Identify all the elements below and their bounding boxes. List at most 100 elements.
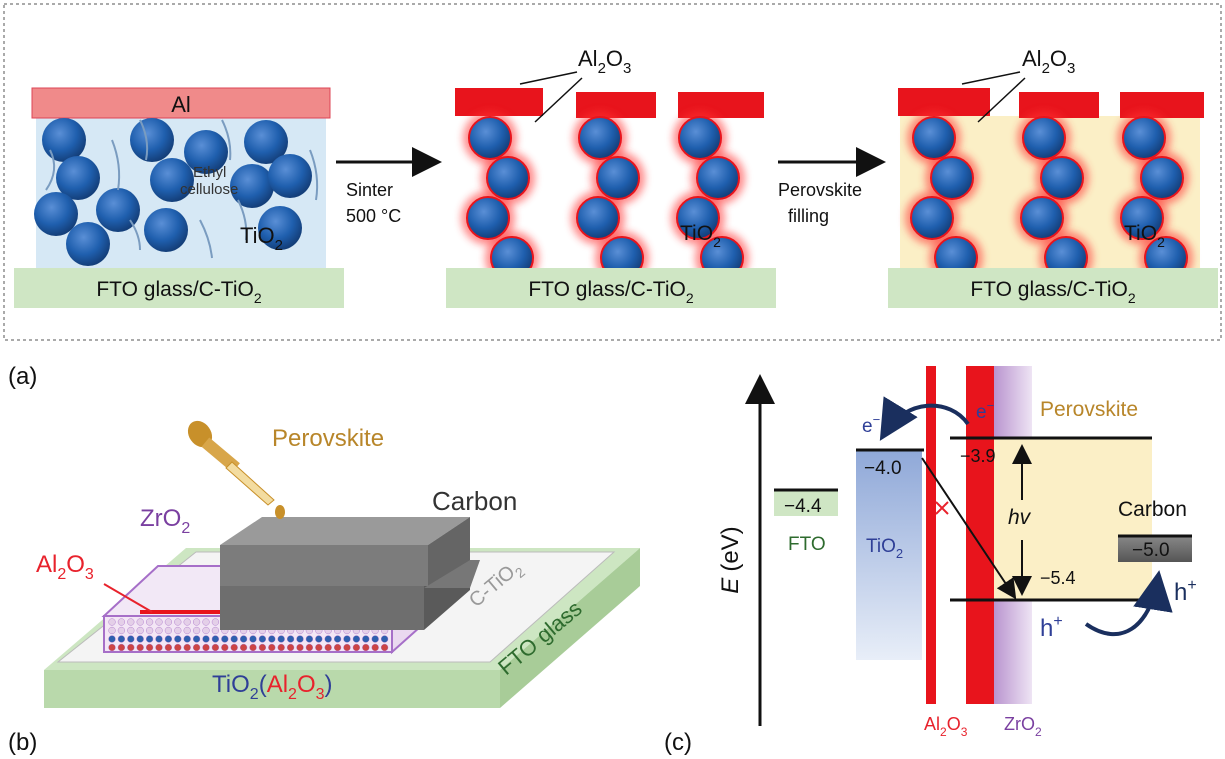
tio2-particle: [1120, 196, 1164, 240]
tio2-particle: [193, 643, 201, 652]
perovskite-label: Perovskite: [1040, 398, 1138, 421]
tio2-particle: [287, 635, 295, 643]
tio2-particle: [117, 626, 126, 635]
tio2-particle: [258, 206, 302, 250]
perovskite-cb-value: −3.9: [960, 446, 996, 466]
tio2-particle: [127, 643, 135, 652]
tio2-particle: [136, 643, 144, 652]
tio2-particle: [240, 643, 248, 652]
tio2-particle: [183, 618, 191, 626]
tio2-particle: [146, 643, 154, 652]
tio2-particle: [596, 156, 640, 200]
tio2-particle: [468, 116, 512, 160]
ethyl-cellulose-fibers: [45, 119, 319, 259]
energy-axis-label: E(eV): [717, 526, 744, 593]
pipette-icon: [187, 420, 285, 519]
tio2-particle: [174, 643, 182, 652]
tio2-particle: [678, 116, 722, 160]
tio2-particle: [34, 192, 78, 236]
tio2-particle: [127, 618, 135, 626]
tio2-particle: [117, 635, 126, 643]
filling-label-line2: filling: [788, 206, 829, 226]
tio2-particle: [155, 626, 163, 635]
step1-substrate-label: FTO glass/C-TiO2: [96, 278, 262, 306]
perovskite-vb-value: −5.4: [1040, 568, 1076, 588]
tio2-particle: [1122, 116, 1166, 160]
tio2-particle: [174, 635, 182, 643]
carbon-block-front: [220, 586, 424, 630]
panel-b: Perovskite Carbon ZrO2 Al2O3 C-TiO2 FTO …: [36, 420, 640, 708]
step3-substrate-label: FTO glass/C-TiO2: [970, 278, 1136, 306]
tio2-particle: [381, 643, 389, 652]
tio2-particle: [146, 635, 154, 643]
step2-substrate-label: FTO glass/C-TiO2: [528, 278, 694, 306]
tio2-particle: [193, 626, 201, 635]
tio2-particle: [117, 643, 126, 652]
fto-glass-front: [44, 670, 500, 708]
tio2-particle: [66, 222, 110, 266]
al2o3-bar: [898, 88, 990, 116]
panel-c-label: (c): [664, 729, 692, 756]
step3-tio2-label: TiO2: [1124, 222, 1165, 250]
tio2-particle: [466, 196, 510, 240]
tio2-particle: [352, 643, 361, 652]
tio2-particles: [34, 118, 312, 266]
tio2-particle: [696, 156, 740, 200]
carbon-label: Carbon: [1118, 498, 1187, 521]
cellulose-fiber: [199, 219, 213, 259]
tio2-particle: [287, 643, 295, 652]
tio2-particle: [127, 626, 135, 635]
al-layer: [31, 87, 331, 119]
tio2-particle: [56, 156, 100, 200]
tio2-particle: [202, 618, 210, 626]
zro2-bottom-label: ZrO2: [1004, 714, 1042, 739]
tio2-particle: [211, 618, 220, 626]
zro2-label: ZrO2: [140, 505, 190, 537]
leader-line: [519, 71, 578, 85]
hole-label-carbon: h+: [1174, 577, 1197, 606]
sinter-label-line1: Sinter: [346, 180, 393, 200]
step1-schematic: Al Ethyl cellulose TiO2 FTO glass/C-TiO2: [14, 87, 344, 308]
tio2-particle: [155, 635, 163, 643]
tio2-particle: [578, 116, 622, 160]
fto-value: −4.4: [784, 496, 822, 517]
tio2-particle: [324, 643, 332, 652]
tio2-particle: [230, 643, 238, 652]
tio2-particle: [150, 158, 194, 202]
tio2-particle: [174, 626, 182, 635]
tio2-particle: [146, 618, 154, 626]
tio2-particle: [249, 635, 257, 643]
al2o3-label: Al2O3: [36, 551, 94, 583]
tio2-particle: [108, 626, 116, 635]
tio2-particle: [211, 635, 220, 643]
tio2-particle: [42, 118, 86, 162]
cellulose-fiber: [221, 119, 232, 161]
tio2-particle: [211, 643, 220, 652]
tio2-particle: [193, 618, 201, 626]
tio2-particle: [910, 196, 954, 240]
tio2-particle: [371, 643, 379, 652]
tio2-particle: [1140, 156, 1184, 200]
fto-label: FTO: [788, 534, 826, 555]
hole-label-perov: h+: [1040, 613, 1063, 642]
carbon-label: Carbon: [432, 486, 517, 516]
tio2-particle: [258, 643, 267, 652]
tio2-particle: [230, 635, 238, 643]
tio2-particle: [230, 164, 274, 208]
tio2-particle: [249, 643, 257, 652]
hole-transfer-arrow: [1084, 570, 1173, 636]
blocked-recombination-arrow: [921, 457, 1017, 600]
step2-tio2-label: TiO2: [680, 222, 721, 250]
tio2-particle: [362, 643, 370, 652]
tio2-particle: [183, 635, 191, 643]
cellulose-fiber: [237, 199, 248, 241]
fto-band: [774, 490, 838, 516]
tio2-particle: [258, 635, 267, 643]
tio2-particle: [183, 626, 191, 635]
binder-label-line1: Ethyl: [193, 164, 226, 181]
tio2-particle: [117, 618, 126, 626]
tio2-particle: [343, 635, 351, 643]
tio2-particle: [343, 643, 351, 652]
carbon-value: −5.0: [1132, 540, 1170, 561]
